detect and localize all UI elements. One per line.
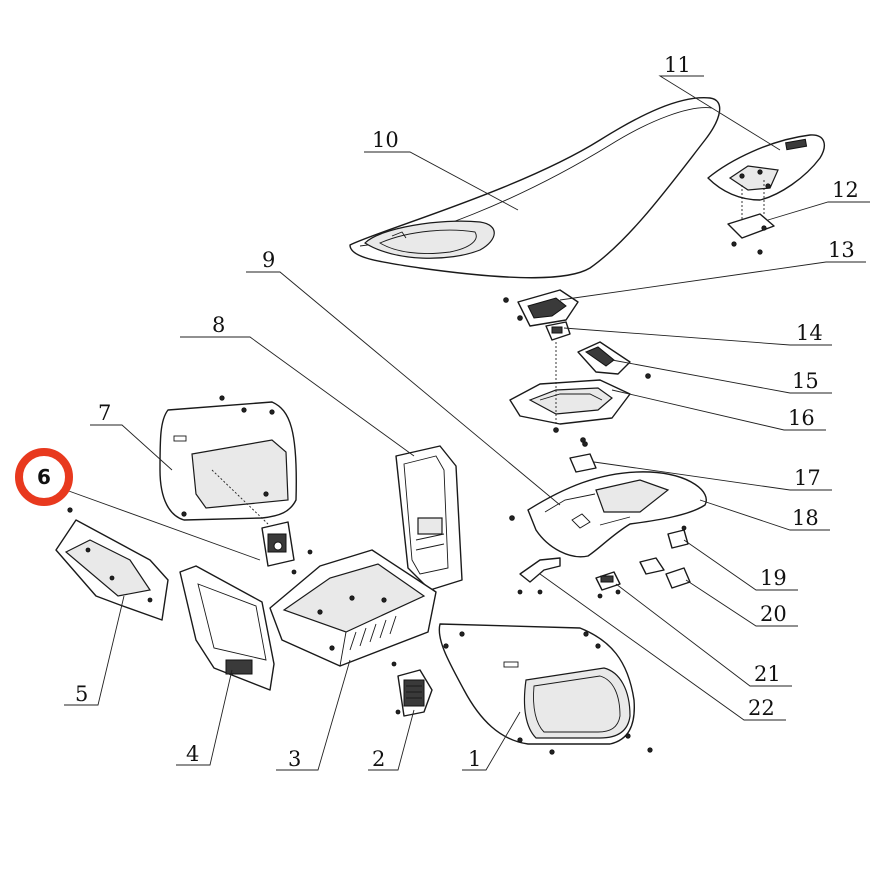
part-2-relay <box>391 661 433 717</box>
callout-16: 16 <box>788 406 815 430</box>
callout-17: 17 <box>794 466 821 490</box>
callout-14: 14 <box>796 321 823 345</box>
callout-4: 4 <box>186 742 199 766</box>
callout-11: 11 <box>664 53 691 77</box>
part-6-connector <box>261 521 313 575</box>
callout-6: 6 <box>37 465 51 489</box>
callout-22: 22 <box>748 696 775 720</box>
callout-8: 8 <box>212 313 225 337</box>
callout-10: 10 <box>372 128 399 152</box>
part-14-switch <box>545 321 571 341</box>
part-16-console-tray <box>509 342 631 443</box>
callout-9: 9 <box>262 248 275 272</box>
part-17-clip <box>569 441 597 473</box>
callout-21: 21 <box>754 662 781 686</box>
callout-13: 13 <box>828 238 855 262</box>
highlight-callout-6[interactable]: 6 <box>15 448 73 506</box>
callout-12: 12 <box>832 178 859 202</box>
part-3-tray <box>269 549 437 667</box>
callout-20: 20 <box>760 602 787 626</box>
callout-18: 18 <box>792 506 819 530</box>
part-13-switch-housing <box>503 289 579 327</box>
part-18-rear-fender <box>509 471 707 558</box>
callout-3: 3 <box>288 747 301 771</box>
part-19-clip <box>667 525 689 549</box>
part-11-rear-cap <box>707 134 826 201</box>
part-4-cover <box>179 565 275 691</box>
callout-labels: 1 2 3 4 5 7 8 9 10 11 12 13 14 15 16 17 … <box>75 53 859 771</box>
highlight-ring <box>15 448 73 506</box>
callout-5: 5 <box>75 682 88 706</box>
part-15-holder <box>577 341 651 379</box>
part-21-connector <box>595 571 621 599</box>
callout-2: 2 <box>372 747 385 771</box>
callout-1: 1 <box>468 747 481 771</box>
callout-15: 15 <box>792 369 819 393</box>
part-12-bracket <box>727 180 775 255</box>
part-1-side-cover <box>438 623 653 755</box>
leader-lines <box>64 75 870 771</box>
part-10-seat <box>349 97 721 279</box>
callout-19: 19 <box>760 566 787 590</box>
part-20-blocks <box>639 557 691 589</box>
part-8-panel <box>395 445 463 591</box>
part-5-bracket <box>55 507 169 621</box>
part-7-side-cover <box>159 395 297 525</box>
part-22-bracket <box>517 557 561 595</box>
callout-7: 7 <box>98 401 111 425</box>
